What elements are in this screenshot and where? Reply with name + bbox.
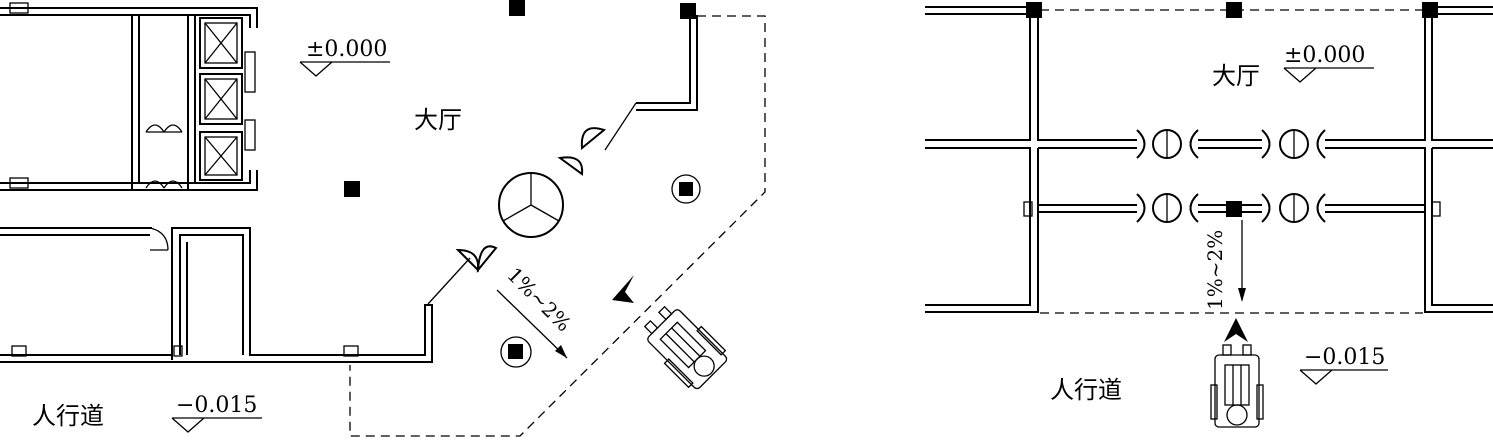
structural-column-icon bbox=[344, 181, 360, 197]
sidewalk-elevation-text: −0.015 bbox=[1304, 345, 1385, 370]
structural-column-icon bbox=[671, 174, 701, 204]
direction-arrow-icon bbox=[1224, 318, 1248, 342]
direction-arrow-icon bbox=[612, 275, 634, 303]
wheelchair-user-icon bbox=[1210, 344, 1264, 428]
lobby-elevation-text: ±0.000 bbox=[1284, 43, 1365, 68]
sidewalk-label: 人行道 bbox=[1050, 376, 1122, 404]
swing-door-icon bbox=[557, 127, 607, 176]
structural-column-icon bbox=[680, 3, 696, 19]
wheelchair-user-icon bbox=[643, 305, 728, 390]
slope-label: 1%~2% bbox=[1203, 230, 1227, 310]
slope-arrow bbox=[496, 289, 568, 359]
left-upper-walls bbox=[0, 2, 258, 191]
revolving-door-icon bbox=[498, 172, 564, 238]
swing-door-icon bbox=[455, 245, 498, 274]
sidewalk-elevation-mark: −0.015 bbox=[1299, 345, 1388, 385]
right-plan: ±0.000 −0.015 大厅 人行道 1%~2% bbox=[925, 2, 1493, 428]
left-lower-walls bbox=[0, 227, 433, 363]
lobby-elevation-text: ±0.000 bbox=[306, 37, 387, 62]
lobby-elevation-mark: ±0.000 bbox=[1283, 43, 1374, 83]
left-plan: ±0.000 −0.015 大厅 人行道 1%~2% bbox=[0, 0, 766, 437]
structural-column-icon bbox=[1422, 2, 1438, 18]
lobby-label: 大厅 bbox=[1212, 62, 1260, 90]
swing-door-icon bbox=[1136, 129, 1199, 159]
right-side-walls bbox=[925, 14, 1493, 313]
lobby-label: 大厅 bbox=[414, 106, 462, 134]
slope-arrow bbox=[1238, 220, 1246, 302]
sidewalk-label: 人行道 bbox=[32, 402, 104, 430]
swing-door-icon bbox=[145, 124, 183, 133]
structural-column-icon bbox=[1226, 2, 1242, 18]
lobby-elevation-mark: ±0.000 bbox=[299, 37, 390, 77]
structural-column-icon bbox=[509, 0, 525, 16]
right-top-walls bbox=[925, 6, 1493, 314]
swing-door-icon bbox=[1261, 129, 1326, 159]
swing-door-icon bbox=[1136, 193, 1199, 223]
elevator-icon bbox=[199, 17, 243, 69]
slope-label: 1%~2% bbox=[502, 263, 576, 337]
elevator-icon bbox=[199, 131, 243, 181]
canopy-outline bbox=[349, 15, 766, 437]
sidewalk-elevation-text: −0.015 bbox=[176, 393, 257, 418]
structural-column-icon bbox=[1026, 2, 1042, 18]
swing-door-icon bbox=[145, 180, 183, 189]
elevator-icon bbox=[199, 73, 243, 125]
sidewalk-elevation-mark: −0.015 bbox=[171, 393, 262, 433]
swing-door-icon bbox=[1261, 193, 1326, 223]
structural-column-icon bbox=[500, 336, 532, 368]
structural-column-icon bbox=[1226, 201, 1242, 217]
